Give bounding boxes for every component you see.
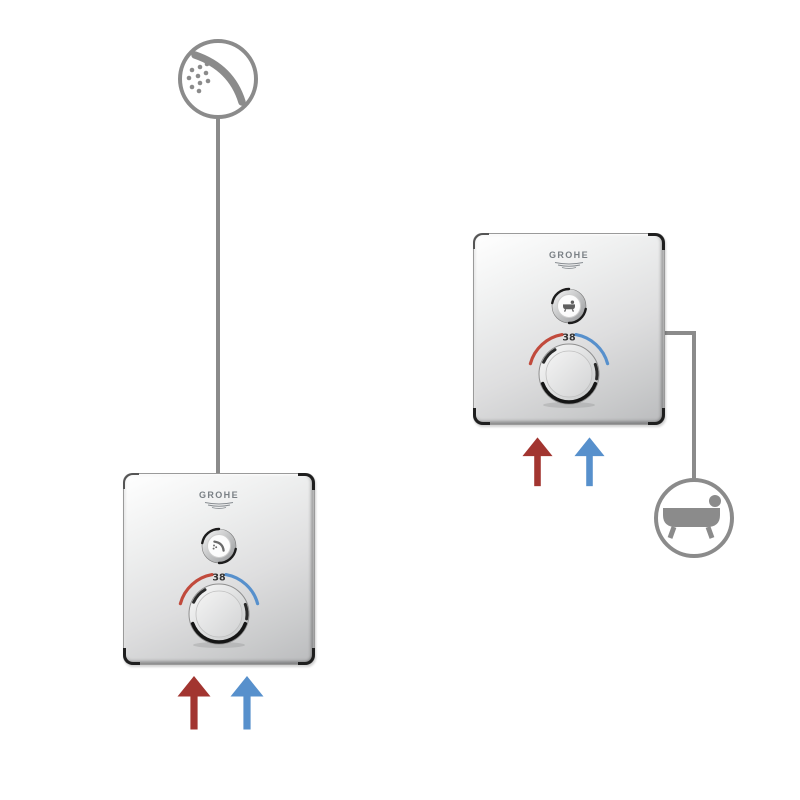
bathtub-icon: [563, 300, 575, 312]
temperature-label: 38: [562, 333, 576, 344]
temperature-scale: 38: [178, 573, 260, 606]
hand-shower-icon: [212, 540, 225, 552]
temperature-knob: [538, 343, 600, 408]
shower-select-button: [201, 527, 237, 565]
bathtub-icon: [663, 495, 721, 539]
grohe-logo: GROHE: [124, 491, 314, 510]
connector-bath-vertical-line: [692, 331, 696, 480]
grohe-logo: GROHE: [474, 251, 664, 270]
hot-water-arrow: [522, 437, 553, 487]
grohe-logo-text: GROHE: [198, 490, 239, 500]
bath-thermostat-plate: 38 GROHE: [473, 233, 665, 425]
connector-bath-horizontal-line: [661, 331, 696, 335]
bath-select-button: [551, 287, 587, 325]
bath-thermostat-face: 38: [528, 287, 610, 408]
hot-scale-arc: [528, 333, 564, 366]
grohe-logo-text: GROHE: [548, 250, 589, 260]
hot-water-arrow: [177, 676, 211, 730]
shower-thermostat-face: 38: [178, 527, 260, 648]
shower-thermostat-plate: 38 GROHE: [123, 473, 315, 665]
cold-water-arrow: [230, 676, 264, 730]
temperature-scale: 38: [528, 333, 610, 366]
cold-scale-arc: [574, 333, 610, 366]
cold-scale-arc: [224, 573, 260, 606]
connector-shower-vertical-line: [216, 117, 220, 475]
temperature-knob: [188, 583, 250, 648]
hand-shower-icon: [186, 51, 246, 106]
grohe-logo-waves-icon: [204, 502, 234, 509]
grohe-logo-waves-icon: [554, 262, 584, 269]
shower-outlet-circle: [178, 39, 258, 119]
bath-outlet-circle: [654, 478, 734, 558]
hot-scale-arc: [178, 573, 214, 606]
cold-water-arrow: [574, 437, 605, 487]
temperature-label: 38: [212, 573, 226, 584]
